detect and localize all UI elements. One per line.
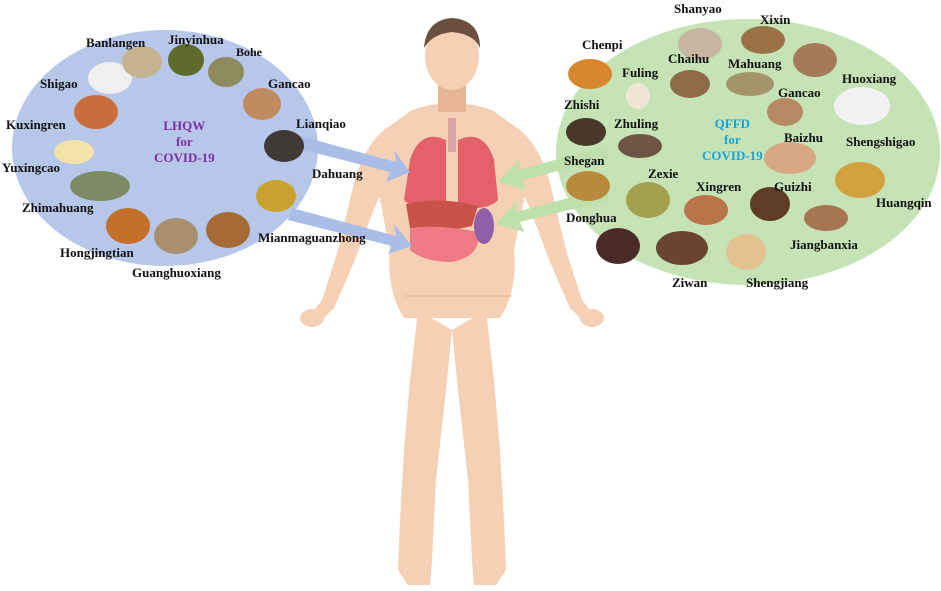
lhqw-herb-label: Banlangen — [86, 35, 146, 50]
lhqw-herb-label: Zhimahuang — [22, 200, 94, 215]
qffd-herb-images — [566, 26, 890, 270]
qffd-herb-label: Ziwan — [672, 275, 708, 290]
lhqw-title: LHQW for COVID-19 — [154, 118, 215, 166]
lhqw-title-line2: for — [176, 134, 193, 149]
qffd-herb-label: Chaihu — [668, 51, 710, 66]
qffd-title-line1: QFFD — [714, 116, 751, 131]
qffd-herb-label: Mahuang — [728, 56, 782, 71]
qffd-title-line3: COVID-19 — [702, 148, 763, 163]
qffd-herb-label: Shegan — [564, 153, 605, 168]
qffd-herb-label: Huoxiang — [842, 71, 897, 86]
qffd-herb-label: Chenpi — [582, 37, 623, 52]
lhqw-herb-label: Dahuang — [312, 166, 363, 181]
qffd-title: QFFD for COVID-19 — [702, 116, 763, 164]
organs — [404, 118, 498, 262]
arrow-lhqw-lungs — [296, 136, 410, 182]
lhqw-title-line3: COVID-19 — [154, 150, 215, 165]
qffd-herb-label: Zhuling — [614, 116, 659, 131]
qffd-herb-label: Donghua — [566, 210, 617, 225]
qffd-herb-label: Xixin — [760, 12, 791, 27]
lhqw-herb-label: Bohe — [236, 45, 263, 59]
qffd-herb-label: Zexie — [648, 166, 679, 181]
lhqw-ellipse — [12, 30, 318, 266]
lhqw-herb-label: Yuxingcao — [2, 160, 61, 175]
qffd-herb-label: Fuling — [622, 65, 659, 80]
lhqw-herb-label: Guanghuoxiang — [132, 265, 221, 280]
qffd-herb-label: Gancao — [778, 85, 821, 100]
qffd-herb-label: Guizhi — [774, 179, 812, 194]
liver — [406, 200, 478, 231]
lhqw-herb-label: Jinyinhua — [168, 32, 224, 47]
stomach — [410, 226, 479, 262]
lhqw-herb-label: Mianmaguanzhong — [258, 230, 366, 245]
arrow-qffd-lungs — [498, 146, 610, 190]
qffd-herb-label: Shengshigao — [846, 134, 916, 149]
lhqw-herb-label: Kuxingren — [6, 117, 66, 132]
lhqw-herb-images — [54, 44, 304, 254]
lhqw-herb-label: Shigao — [40, 76, 78, 91]
lhqw-herb-label: Gancao — [268, 76, 311, 91]
left-lung — [404, 136, 446, 208]
qffd-herb-label: Baizhu — [784, 130, 824, 145]
qffd-herb-label: Huangqin — [876, 195, 932, 210]
lhqw-title-line1: LHQW — [163, 118, 206, 133]
qffd-herb-label: Zhishi — [564, 97, 600, 112]
right-lung — [458, 136, 498, 208]
spleen — [474, 208, 494, 244]
lhqw-herb-label: Lianqiao — [296, 116, 346, 131]
qffd-herb-label: Jiangbanxia — [790, 237, 858, 252]
qffd-herb-label: Xingren — [696, 179, 742, 194]
qffd-herb-label: Shanyao — [674, 1, 722, 16]
lhqw-herb-label: Hongjingtian — [60, 245, 134, 260]
human-body — [300, 18, 604, 585]
qffd-title-line2: for — [724, 132, 741, 147]
arrow-lhqw-stomach — [288, 208, 412, 254]
qffd-herb-label: Shengjiang — [746, 275, 809, 290]
